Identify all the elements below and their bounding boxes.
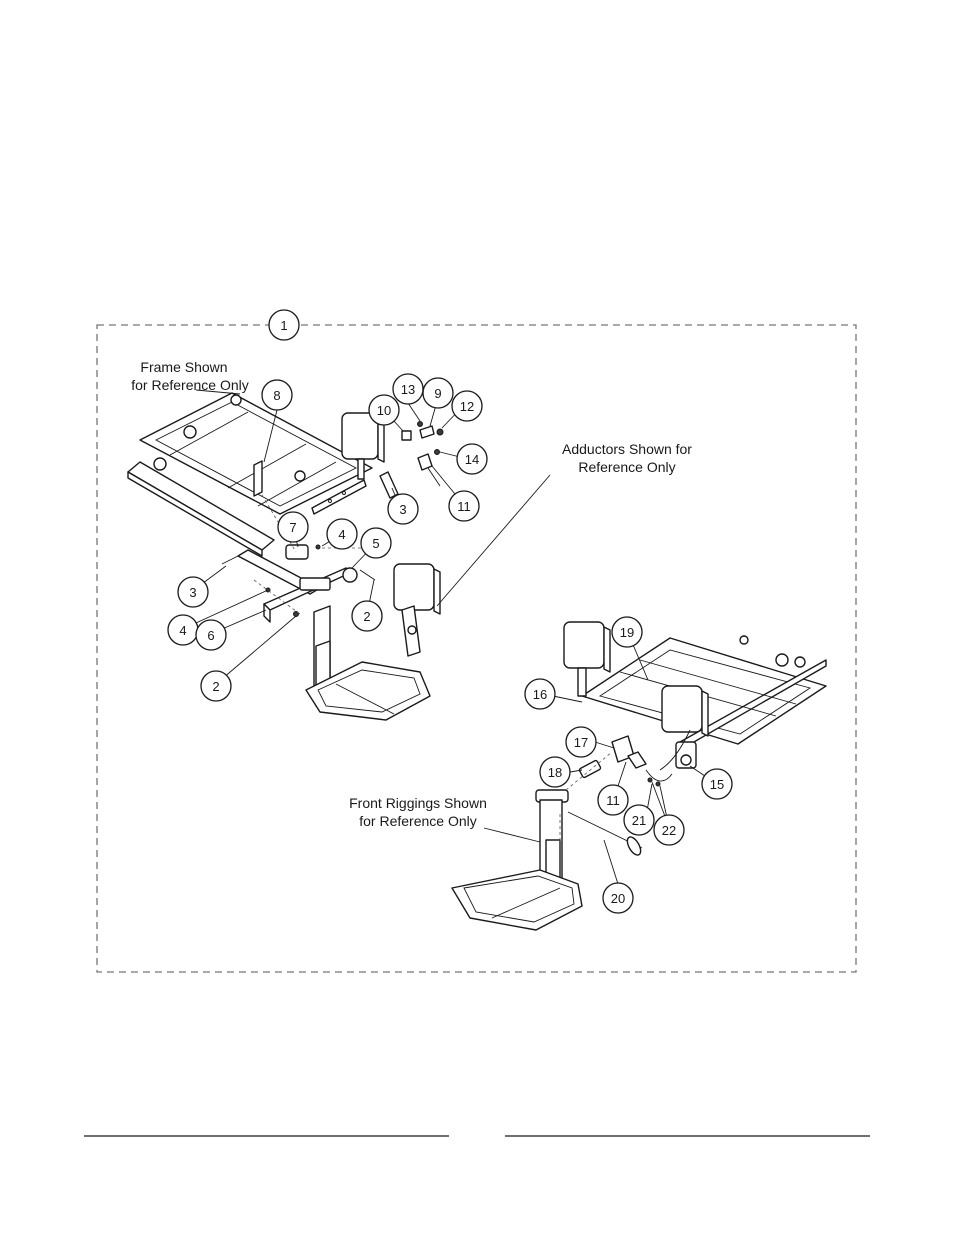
callout-4-upper: 4 [326,518,358,550]
callout-12-label: 12 [460,399,474,414]
callout-16: 16 [524,678,556,710]
callout-9: 9 [422,377,454,409]
callout-17: 17 [565,726,597,758]
adductor-pad-lower [393,563,441,657]
callout-11-lower-label: 11 [606,793,620,808]
callout-21-label: 21 [632,813,646,828]
callout-4-lower-label: 4 [179,623,186,638]
adductor-hardware [379,421,444,499]
release-hardware-right [578,735,673,787]
callout-7-label: 7 [289,520,296,535]
callout-13-label: 13 [401,382,415,397]
note-adductors-line2: Reference Only [578,459,675,475]
callout-11-upper-label: 11 [457,499,471,514]
mounting-bracket [221,544,376,623]
callout-11-lower: 11 [597,784,629,816]
callout-3-lower-label: 3 [189,585,196,600]
assembly-boundary [96,324,857,973]
callout-5-label: 5 [372,536,379,551]
callout-6: 6 [195,619,227,651]
callout-assembly-label: 1 [280,318,287,333]
callout-9-label: 9 [434,386,441,401]
note-adductors-reference: Adductors Shown for Reference Only [562,441,692,475]
callout-15: 15 [701,768,733,800]
callout-3-lower: 3 [177,576,209,608]
callout-6-label: 6 [207,628,214,643]
callout-7: 7 [277,511,309,543]
callout-2-lower: 2 [200,670,232,702]
note-frame-line1: Frame Shown [140,359,227,375]
note-frame-line2: for Reference Only [131,377,249,393]
adductor-pad-right-front [659,685,709,771]
callout-17-label: 17 [574,735,588,750]
callout-22: 22 [653,814,685,846]
callout-4-lower: 4 [167,614,199,646]
callout-16-label: 16 [533,687,547,702]
callout-18: 18 [539,756,571,788]
callout-12: 12 [451,390,483,422]
callout-2-upper: 2 [351,600,383,632]
note-adductors-line1: Adductors Shown for [562,441,692,457]
adductor-pad-right-rear [563,621,611,697]
callout-2-upper-label: 2 [363,609,370,624]
frame-drawing [127,392,373,557]
callout-assembly: 1 [268,309,300,341]
callout-15-label: 15 [710,777,724,792]
note-frame-reference: Frame Shown for Reference Only [131,359,249,393]
callout-14: 14 [456,443,488,475]
callout-5: 5 [360,527,392,559]
callout-10-label: 10 [377,403,391,418]
callout-10: 10 [368,394,400,426]
note-front-riggings-reference: Front Riggings Shown for Reference Only [349,795,487,829]
callout-13: 13 [392,373,424,405]
callout-3-upper-label: 3 [399,502,406,517]
note-front-riggings-line2: for Reference Only [359,813,477,829]
frame-drawing-right [581,635,827,769]
footrest-left [305,605,431,721]
callout-14-label: 14 [465,452,479,467]
callout-8: 8 [261,379,293,411]
callout-20: 20 [602,882,634,914]
callout-19: 19 [611,616,643,648]
callout-18-label: 18 [548,765,562,780]
callout-22-label: 22 [662,823,676,838]
callout-4-upper-label: 4 [338,527,345,542]
callout-20-label: 20 [611,891,625,906]
callout-3-upper: 3 [387,493,419,525]
callout-8-label: 8 [273,388,280,403]
callout-19-label: 19 [620,625,634,640]
note-front-riggings-line1: Front Riggings Shown [349,795,487,811]
callout-21: 21 [623,804,655,836]
callout-11-upper: 11 [448,490,480,522]
callout-2-lower-label: 2 [212,679,219,694]
front-rigging-right [451,789,643,931]
